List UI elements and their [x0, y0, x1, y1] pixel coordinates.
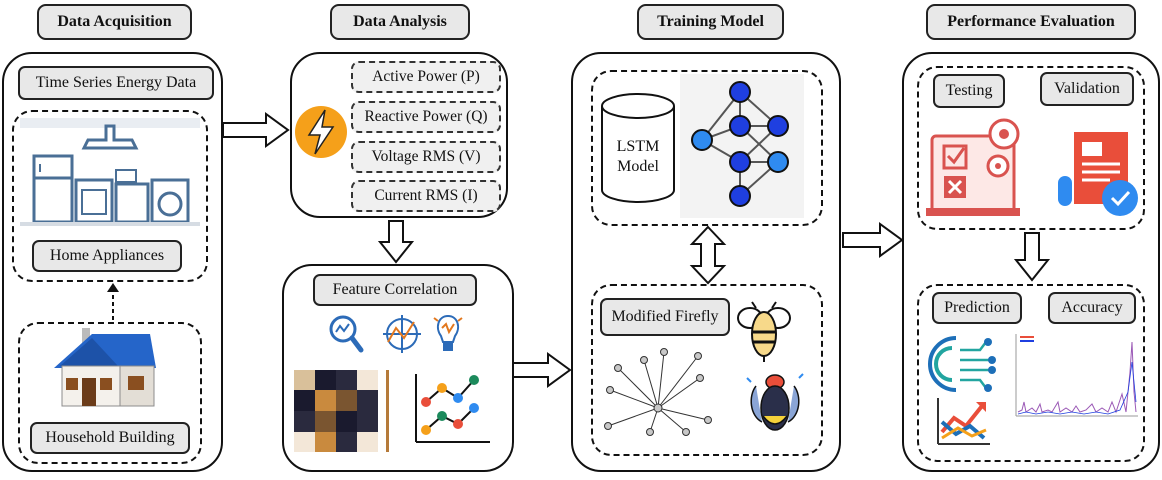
flow-arrow-correlation-to-training	[512, 352, 572, 388]
bidirectional-arrow	[689, 225, 727, 285]
stage-title-evaluation: Performance Evaluation	[926, 4, 1136, 40]
feature-correlation-label: Feature Correlation	[313, 274, 477, 306]
prediction-accuracy-group	[917, 284, 1145, 462]
accuracy-label: Accuracy	[1048, 292, 1136, 324]
line-graph-icon	[415, 374, 490, 443]
stage-title-training: Training Model	[637, 4, 784, 40]
lstm-cylinder-icon	[601, 93, 675, 203]
correlation-heatmap	[294, 370, 389, 452]
neural-network-icon	[680, 74, 804, 218]
accuracy-timeseries-plot	[1012, 332, 1140, 422]
stage-title-acquisition: Data Acquisition	[37, 4, 192, 40]
feature-current-rms: Current RMS (I)	[351, 180, 501, 212]
firefly-scatter-icon	[604, 348, 712, 436]
home-appliances-group	[12, 110, 208, 282]
testing-icon	[926, 118, 1020, 216]
household-building-label: Household Building	[30, 422, 190, 454]
flow-arrow-evaluation-down	[1013, 232, 1051, 282]
feature-voltage-rms: Voltage RMS (V)	[351, 141, 501, 173]
bee-icon	[737, 301, 791, 362]
household-group	[18, 322, 202, 464]
firefly-icon	[746, 373, 804, 431]
magnifier-icon	[329, 315, 364, 353]
lstm-model-label: LSTM Model	[616, 138, 660, 175]
time-series-energy-data-label: Time Series Energy Data	[18, 66, 214, 100]
feature-reactive-power: Reactive Power (Q)	[351, 101, 501, 133]
dashed-up-arrow	[107, 283, 119, 320]
flow-arrow-analysis-down	[377, 220, 415, 264]
house-icon	[54, 328, 156, 407]
lightbulb-icon	[433, 314, 463, 351]
firefly-group	[591, 284, 823, 456]
modified-firefly-label: Modified Firefly	[600, 298, 730, 336]
flow-arrow-training-to-evaluation	[842, 222, 904, 258]
prediction-label: Prediction	[932, 292, 1022, 324]
target-chart-icon	[383, 315, 421, 353]
validation-label: Validation	[1040, 72, 1134, 106]
flow-arrow-acquisition-to-analysis	[222, 112, 290, 148]
lstm-group	[591, 70, 823, 226]
home-appliances-icon	[20, 118, 200, 226]
testing-validation-group	[917, 66, 1145, 230]
lightning-icon	[295, 106, 347, 158]
prediction-ai-icon	[928, 336, 996, 392]
testing-label: Testing	[933, 74, 1005, 108]
home-appliances-label: Home Appliances	[32, 240, 182, 272]
stage-title-analysis: Data Analysis	[330, 4, 470, 40]
validation-icon	[1058, 132, 1138, 216]
trend-arrows-icon	[937, 398, 990, 445]
feature-active-power: Active Power (P)	[351, 61, 501, 93]
